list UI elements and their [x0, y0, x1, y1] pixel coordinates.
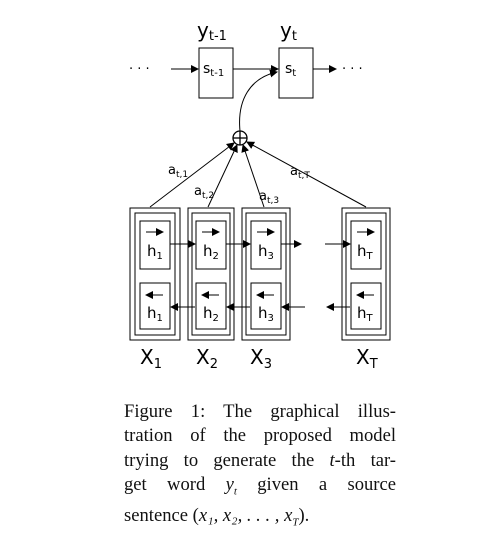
- figure-caption: Figure 1: The graphical illus- tration o…: [124, 400, 396, 535]
- encoder-column-1: [129, 207, 181, 341]
- input-label-2: X2: [196, 345, 218, 372]
- output-label-prev: yt-1: [197, 18, 227, 44]
- decoder-state-label-current: st: [285, 61, 296, 79]
- attention-arrow-3: [241, 144, 265, 208]
- caption-line-3: trying to generate the t-th tar-: [124, 449, 396, 471]
- input-label-1: X1: [140, 345, 162, 372]
- attention-arrow-2: [207, 144, 238, 208]
- forward-state-box-2: [195, 220, 227, 270]
- decoder-state-box-current: [278, 47, 314, 99]
- forward-state-box-3: [250, 220, 282, 270]
- backward-state-box-1: [139, 282, 171, 330]
- weight-label-1: at,1: [168, 163, 188, 180]
- encoder-column-T: [341, 207, 391, 341]
- weight-label-3: at,3: [259, 189, 279, 206]
- svg-text:h1: h1: [147, 304, 163, 324]
- svg-text:h2: h2: [203, 304, 219, 324]
- svg-text:h2: h2: [203, 242, 219, 262]
- attention-arrow-1: [149, 142, 235, 208]
- forward-state-3: h3: [257, 228, 275, 262]
- forward-state-T: hT: [357, 228, 375, 262]
- forward-state-box-1: [139, 220, 171, 270]
- backward-state-2: h2: [201, 291, 219, 324]
- output-label-current: yt: [280, 18, 297, 44]
- forward-state-2: h2: [202, 228, 220, 262]
- backward-state-T: hT: [356, 291, 374, 324]
- decoder-state-box-prev: [198, 47, 234, 99]
- dots-right: · · ·: [342, 62, 363, 77]
- context-arrow: [239, 69, 278, 132]
- forward-state-1: h1: [146, 228, 164, 262]
- caption-line-1: Figure 1: The graphical illus-: [124, 401, 396, 422]
- encoder-column-2: [187, 207, 235, 341]
- weight-label-2: at,2: [194, 184, 214, 201]
- caption-line-5: sentence (x₁, x₂, . . . , xT).: [124, 505, 310, 530]
- backward-state-3: h3: [256, 291, 274, 324]
- forward-state-box-T: [350, 220, 382, 270]
- svg-text:hT: hT: [357, 242, 374, 262]
- svg-text:h1: h1: [147, 242, 163, 262]
- attention-diagram: yt-1 yt st-1 st · · · · · · at,1 at,2 at…: [129, 18, 391, 372]
- weight-label-T: at,T: [290, 164, 310, 181]
- backward-state-box-3: [250, 282, 282, 330]
- input-label-3: X3: [250, 345, 272, 372]
- decoder-state-label-prev: st-1: [203, 61, 224, 79]
- svg-text:h3: h3: [258, 304, 274, 324]
- svg-text:h3: h3: [258, 242, 274, 262]
- dots-left: · · ·: [129, 62, 150, 77]
- caption-line-2: tration of the proposed model: [124, 425, 396, 447]
- svg-text:hT: hT: [357, 304, 374, 324]
- backward-state-1: h1: [145, 291, 163, 324]
- input-label-T: XT: [356, 345, 378, 372]
- caption-line-4: get word yt given a source: [124, 474, 396, 498]
- backward-state-box-T: [350, 282, 382, 330]
- attention-arrow-T: [246, 141, 367, 208]
- encoder-column-3: [241, 207, 291, 341]
